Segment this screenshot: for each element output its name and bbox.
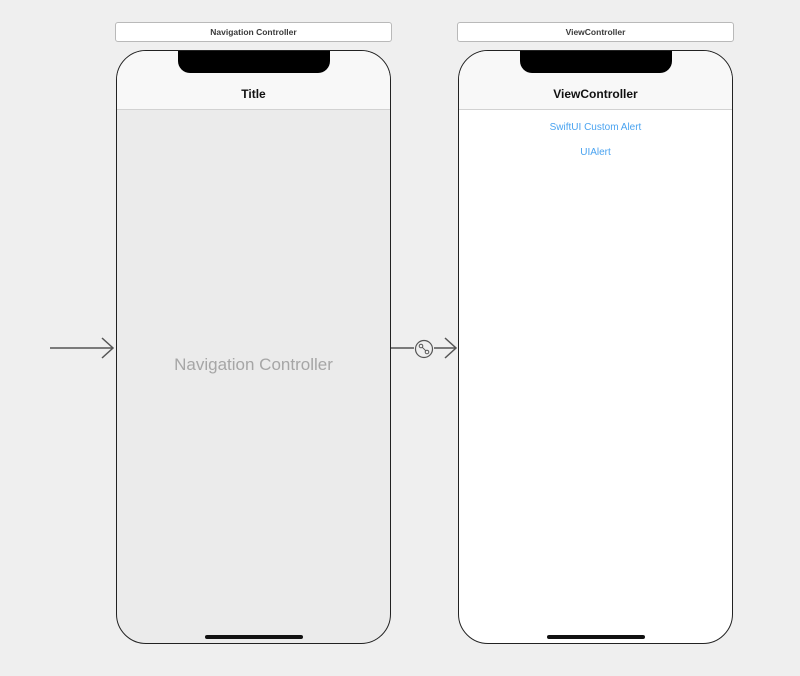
scene-title-view-controller[interactable]: ViewController <box>457 22 734 42</box>
scene-title-label: Navigation Controller <box>210 27 297 37</box>
initial-view-controller-arrow-icon[interactable] <box>50 337 115 359</box>
navigation-controller-placeholder: Navigation Controller <box>174 355 333 374</box>
relationship-segue-icon[interactable] <box>414 339 434 359</box>
home-indicator <box>547 635 645 639</box>
device-notch <box>178 51 330 73</box>
navigation-controller-scene[interactable]: Title Navigation Controller <box>116 50 391 644</box>
scene-title-label: ViewController <box>565 27 626 37</box>
view-controller-scene[interactable]: ViewController SwiftUI Custom Alert UIAl… <box>458 50 733 644</box>
scene-title-navigation-controller[interactable]: Navigation Controller <box>115 22 392 42</box>
device-notch <box>520 51 672 73</box>
uialert-button[interactable]: UIAlert <box>580 147 611 158</box>
navigation-bar-title: Title <box>241 87 266 101</box>
home-indicator <box>205 635 303 639</box>
navigation-bar-title: ViewController <box>553 87 638 101</box>
swiftui-custom-alert-button[interactable]: SwiftUI Custom Alert <box>549 122 642 133</box>
